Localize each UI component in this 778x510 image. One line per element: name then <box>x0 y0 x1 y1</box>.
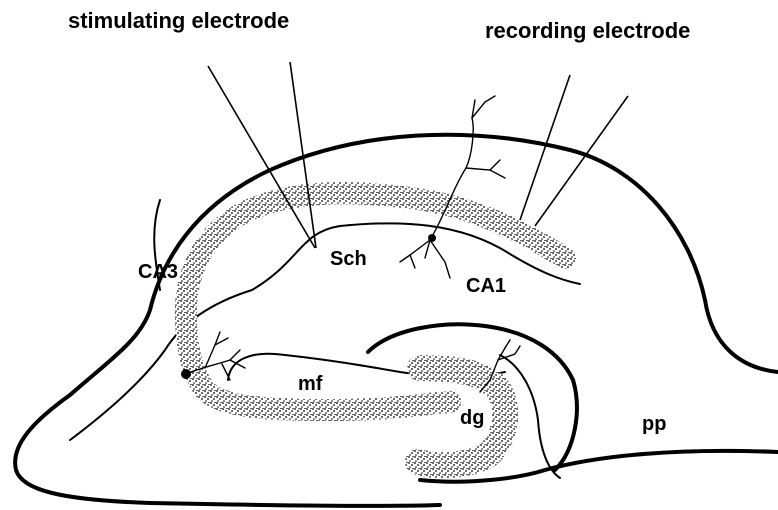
recording-electrode-wire-2 <box>535 96 628 226</box>
ca3-label: CA3 <box>138 261 178 283</box>
sch-label: Sch <box>330 248 367 270</box>
stimulating-electrode-label: stimulating electrode <box>68 8 289 33</box>
dg-label: dg <box>460 407 484 429</box>
ca1-neuron <box>400 96 505 278</box>
ca1-label: CA1 <box>466 275 506 297</box>
recording-electrode-label: recording electrode <box>485 18 690 43</box>
pyramidal-layer <box>186 193 565 410</box>
mf-label: mf <box>298 373 323 395</box>
pp-label: pp <box>642 413 666 435</box>
